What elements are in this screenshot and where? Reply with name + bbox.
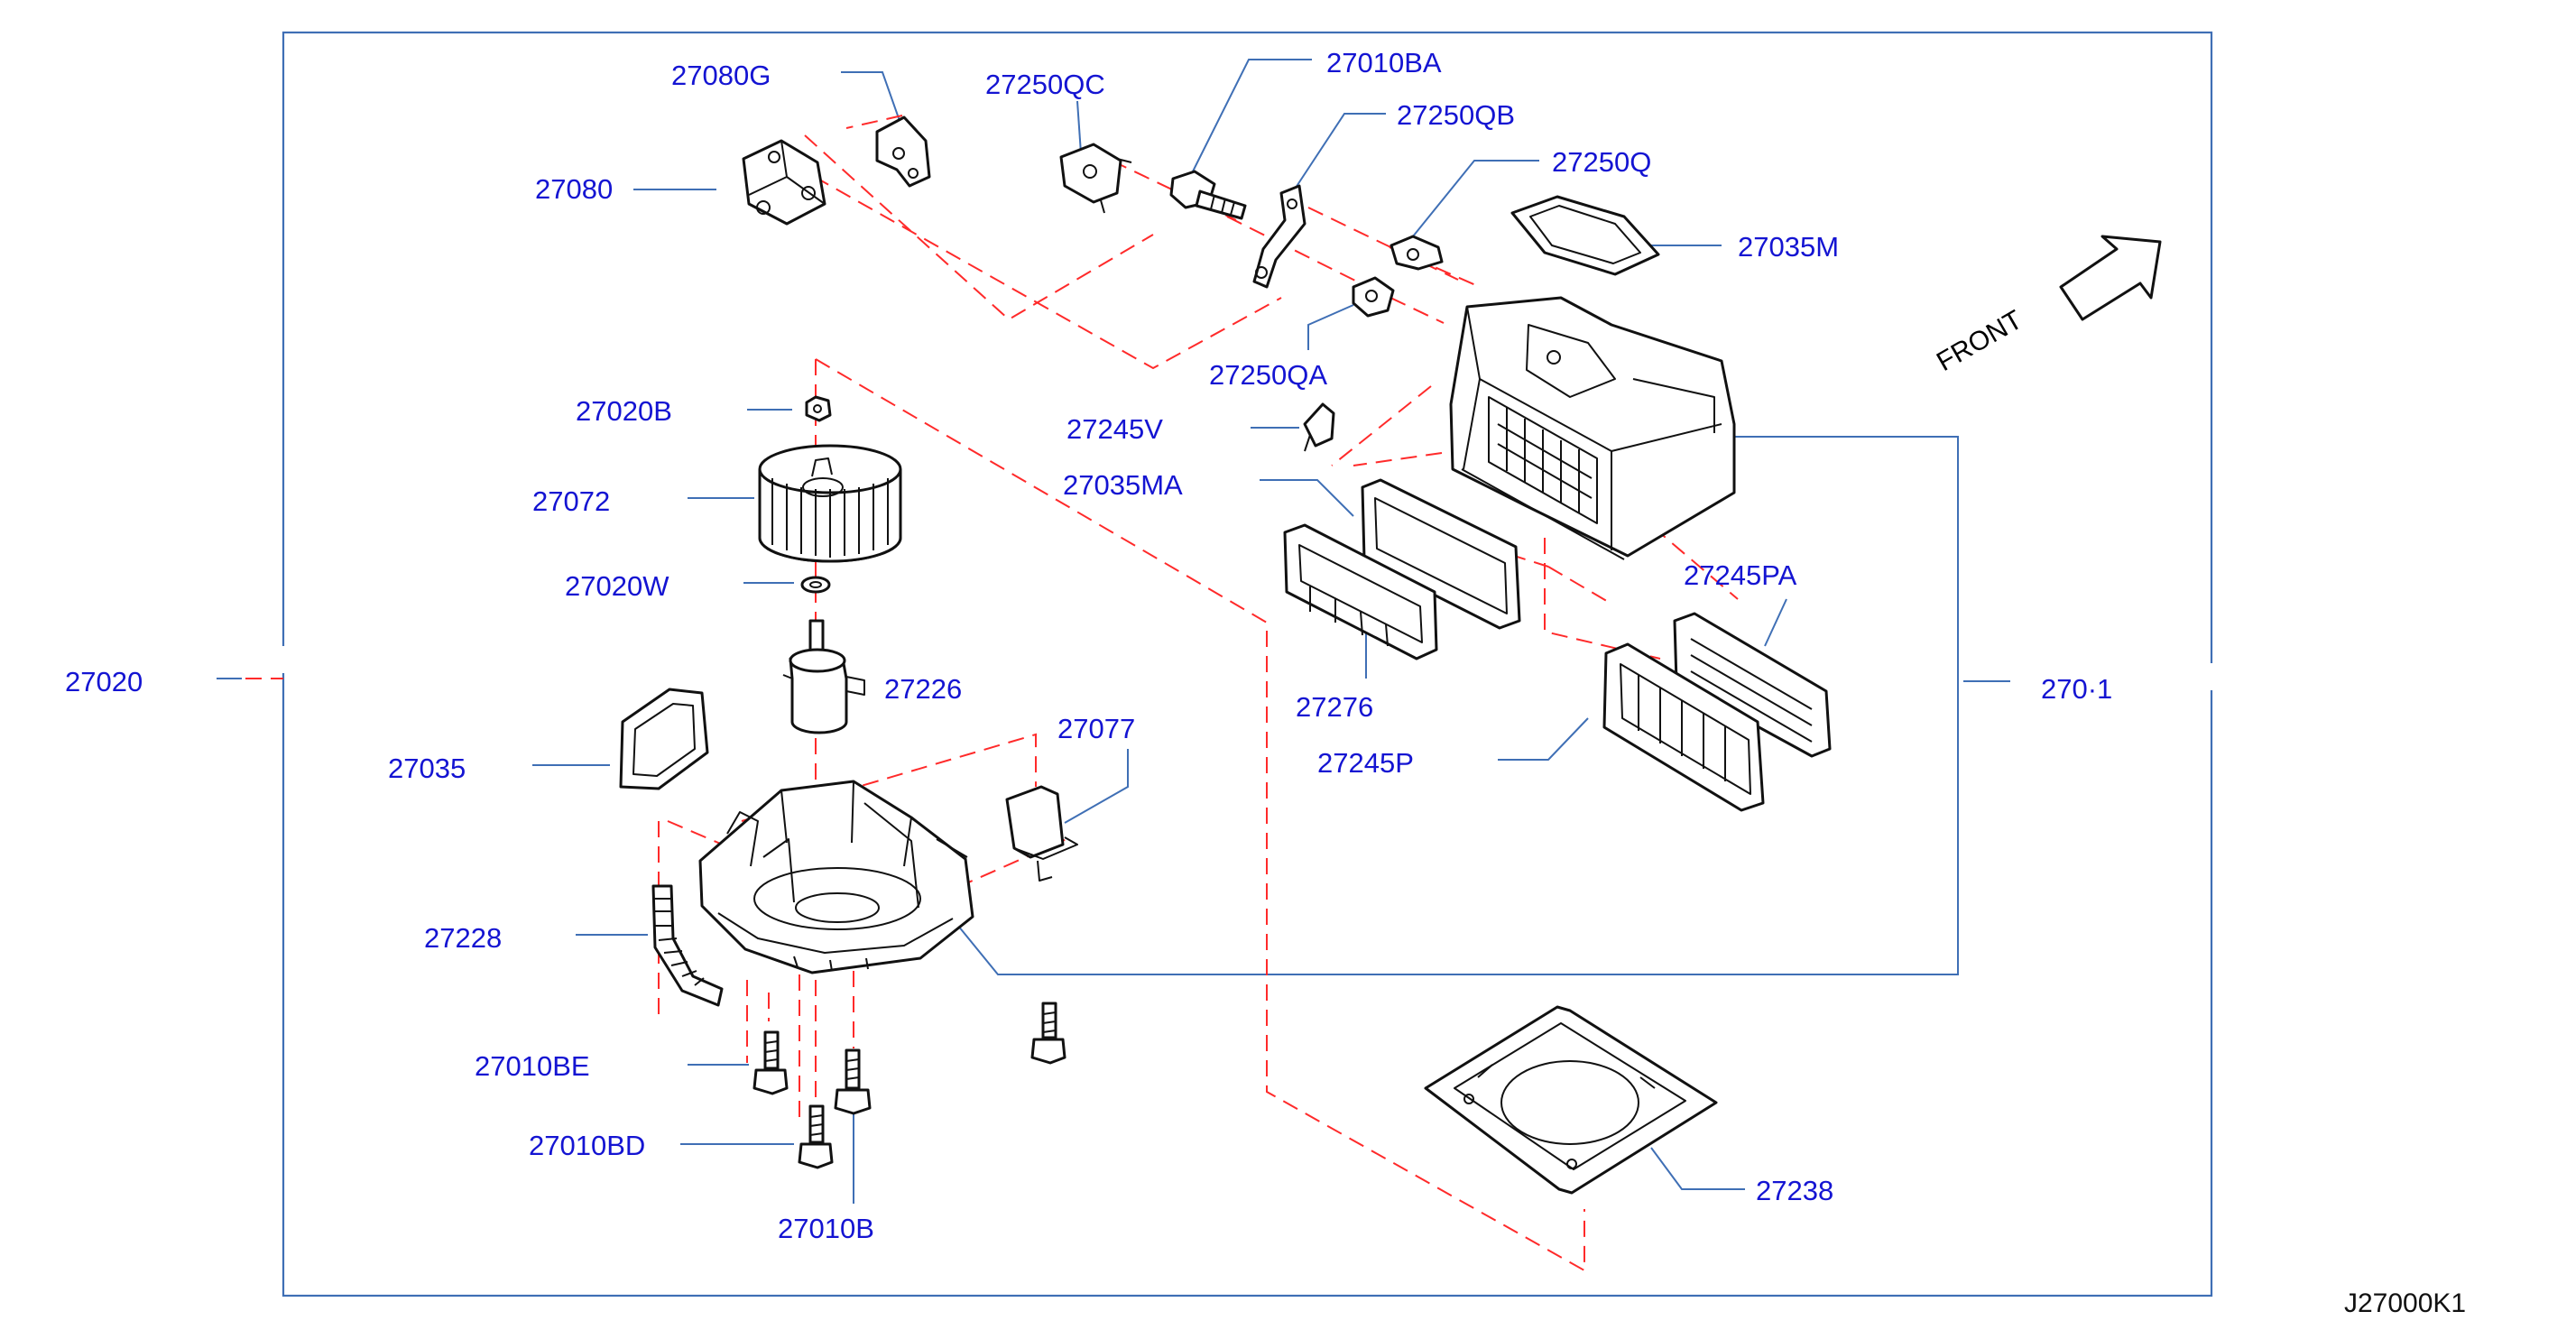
part-27072-fan	[758, 444, 902, 563]
part-labels: 27080G 27080 27250QC 27010BA 27250QB 272…	[65, 47, 2112, 1244]
label-27245P: 27245P	[1317, 747, 1414, 779]
part-27011-intake-case	[1449, 296, 1736, 560]
part-27077-resistor	[1005, 785, 1078, 882]
label-27010BD: 27010BD	[529, 1130, 645, 1161]
leader-27077	[1064, 749, 1129, 824]
label-27011: 270·1	[2041, 673, 2112, 705]
leader-27238	[1650, 1147, 1745, 1190]
label-27020B: 27020B	[576, 395, 672, 427]
part-27245V-clip	[1303, 402, 1335, 452]
label-27250QC: 27250QC	[985, 69, 1105, 100]
part-27245P-filter	[1602, 642, 1765, 812]
part-27080G-bracket	[875, 115, 931, 188]
frame-gap-right	[2204, 663, 2219, 690]
label-27010BA: 27010BA	[1326, 47, 1442, 78]
leader-27245PA	[1764, 598, 1787, 647]
label-27080: 27080	[535, 173, 613, 205]
part-27020B-nut	[805, 395, 832, 422]
front-direction-arrow	[2059, 235, 2162, 321]
part-blower-housing	[698, 780, 974, 974]
part-27010BA-screw	[1169, 170, 1247, 220]
part-27250Q-clip	[1390, 235, 1444, 271]
part-27010B-screw	[834, 1048, 872, 1115]
label-27228: 27228	[424, 922, 502, 954]
label-27250Q: 27250Q	[1552, 146, 1651, 178]
label-27250QA: 27250QA	[1209, 359, 1327, 391]
label-27245PA: 27245PA	[1684, 559, 1797, 591]
front-label: FRONT	[1932, 305, 2027, 377]
diagram-frame	[282, 31, 2213, 1297]
label-27238: 27238	[1756, 1175, 1833, 1206]
diagram-code: J27000K1	[2344, 1288, 2466, 1318]
part-27250QA-clip	[1352, 276, 1395, 318]
part-27276-filter-cover	[1283, 523, 1438, 660]
label-27035MA: 27035MA	[1063, 469, 1183, 501]
leader-27010BA	[1188, 59, 1312, 180]
leader-27011-case	[941, 436, 1959, 975]
label-27020: 27020	[65, 666, 143, 697]
label-27035M: 27035M	[1738, 231, 1839, 263]
leader-27080G	[841, 71, 905, 134]
part-27238-insulator	[1424, 1005, 1718, 1195]
leader-27250QB	[1295, 113, 1386, 189]
label-27077: 27077	[1057, 713, 1135, 744]
label-27072: 27072	[532, 485, 610, 517]
label-27020W: 27020W	[565, 570, 669, 602]
label-27010B: 27010B	[778, 1213, 874, 1244]
leader-27250QA	[1307, 304, 1354, 350]
assembly-guide-lines	[658, 115, 1739, 1272]
part-27228-drain-hose	[651, 884, 724, 1007]
label-27035: 27035	[388, 753, 466, 784]
leader-27250Q	[1412, 160, 1539, 237]
leader-27245P	[1498, 717, 1589, 761]
label-27226: 27226	[884, 673, 962, 705]
part-27035-blower-seal	[619, 688, 709, 790]
leader-lines	[217, 59, 2010, 1204]
leader-27035MA	[1260, 479, 1354, 517]
part-27250QB-lever	[1252, 184, 1306, 289]
part-27080-actuator	[742, 139, 826, 226]
label-27245V: 27245V	[1066, 413, 1163, 445]
label-27276: 27276	[1296, 691, 1373, 723]
part-loose-screw	[1030, 1002, 1066, 1065]
frame-gap-left	[276, 646, 291, 673]
part-27020W-washer	[800, 576, 831, 594]
label-27080G: 27080G	[671, 60, 771, 91]
part-27010BD-screw	[798, 1104, 834, 1169]
label-27250QB: 27250QB	[1397, 99, 1515, 131]
part-27035M-seal	[1510, 195, 1660, 276]
part-27250QC-link	[1059, 143, 1132, 214]
label-27010BE: 27010BE	[475, 1050, 590, 1082]
leader-27250QC	[1076, 100, 1082, 154]
part-27010BE-screw	[752, 1030, 789, 1095]
part-27226-motor	[782, 619, 865, 734]
